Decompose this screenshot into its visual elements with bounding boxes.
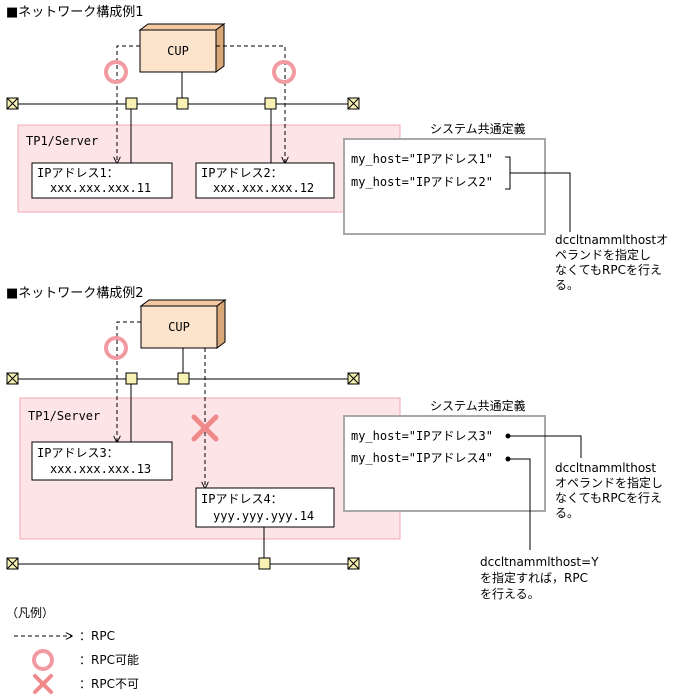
example1-cup-box — [138, 23, 226, 73]
example1-rpc-ok-mark-1 — [104, 60, 128, 84]
example2-server-label: TP1/Server — [28, 409, 100, 423]
example2-node-cup — [177, 372, 190, 385]
example1-heading: ■ネットワーク構成例1 — [6, 5, 144, 20]
legend-rpc-ng-label: ：RPC不可 — [79, 677, 139, 691]
example1-rpc-arrow-ip1 — [117, 45, 140, 163]
example2-node-ip4 — [258, 557, 271, 570]
example2-ip3-box — [31, 441, 173, 481]
example1-config-box — [343, 138, 546, 235]
example2-note1-leader — [508, 435, 582, 458]
example2-config-title: システム共通定義 — [430, 398, 526, 413]
example2-ip4-label: IPアドレス4： — [201, 492, 283, 506]
legend-rpc-ng-mark — [33, 674, 53, 694]
example1-rpc-arrow-ip2 — [216, 45, 285, 163]
example2-note2-line-2: を指定すれば，RPC — [480, 570, 588, 585]
example2-ip3-label: IPアドレス3： — [37, 446, 119, 460]
example1-config-line2: my_host="IPアドレス2" — [351, 175, 493, 189]
example2-config-line1: my_host="IPアドレス3" — [351, 429, 493, 443]
example2-note1-line-4: る。 — [555, 506, 579, 520]
example1-node-ip1 — [125, 97, 138, 110]
example2-note1-line-2: オペランドを指定し — [555, 475, 663, 490]
example2-heading: ■ネットワーク構成例2 — [6, 286, 144, 301]
example2-cup-label: CUP — [168, 320, 190, 334]
example2-config-line2: my_host="IPアドレス4" — [351, 451, 493, 465]
example2-ip4-box — [195, 487, 335, 528]
example1-config-line1: my_host="IPアドレス1" — [351, 152, 493, 166]
example2-config-box — [343, 415, 546, 512]
example2-cup-box — [139, 299, 227, 349]
legend-rpc-label: ：RPC — [79, 629, 115, 643]
legend-rpc-ok-mark — [32, 649, 54, 671]
example1-config-title: システム共通定義 — [430, 121, 526, 136]
example1-ip2-label: IPアドレス2： — [201, 166, 283, 180]
example1-node-ip2 — [264, 97, 277, 110]
example2-terminator-bottom-left — [6, 557, 19, 570]
example1-note-line-4: る。 — [555, 278, 579, 292]
example1-cup-label: CUP — [167, 44, 189, 58]
example1-ip1-value: xxx.xxx.xxx.11 — [50, 181, 151, 195]
example2-rpc-ng-mark — [191, 414, 219, 442]
example2-note2-leader — [508, 458, 531, 550]
example1-note-line-2: ペランドを指定し — [555, 247, 651, 262]
example2-ip3-value: xxx.xxx.xxx.13 — [50, 462, 151, 476]
example1-note-leader — [510, 172, 571, 232]
example1-node-cup — [176, 97, 189, 110]
example1-ip2-box — [195, 162, 335, 199]
example2-ip4-value: yyy.yyy.yyy.14 — [213, 509, 314, 523]
legend-title: （凡例） — [6, 606, 54, 620]
example1-terminator-right — [347, 97, 360, 110]
example1-rpc-ok-mark-2 — [272, 60, 296, 84]
example2-note2-line-1: dccltnammlthost=Y — [480, 555, 599, 569]
example2-rpc-arrow-ip3 — [117, 321, 141, 442]
example1-ip1-label: IPアドレス1： — [37, 166, 119, 180]
example2-node-ip3 — [125, 372, 138, 385]
example2-note1-line-3: なくてもRPCを行え — [555, 491, 662, 505]
example2-note2-line-3: を行える。 — [480, 587, 540, 601]
legend-rpc-ok-label: ：RPC可能 — [79, 653, 139, 667]
example2-terminator-top-left — [6, 372, 19, 385]
example1-ip2-value: xxx.xxx.xxx.12 — [213, 181, 314, 195]
example1-note-line-3: なくてもRPCを行え — [555, 263, 662, 277]
example2-terminator-bottom-right — [347, 557, 360, 570]
example1-server-label: TP1/Server — [26, 134, 98, 148]
example2-rpc-ok-mark — [104, 336, 128, 360]
example2-terminator-top-right — [347, 372, 360, 385]
example2-note1-line-1: dccltnammlthost — [555, 461, 656, 475]
example1-note-line-1: dccltnammlthostオ — [555, 233, 668, 247]
example1-terminator-left — [6, 97, 19, 110]
example1-ip1-box — [31, 162, 173, 199]
